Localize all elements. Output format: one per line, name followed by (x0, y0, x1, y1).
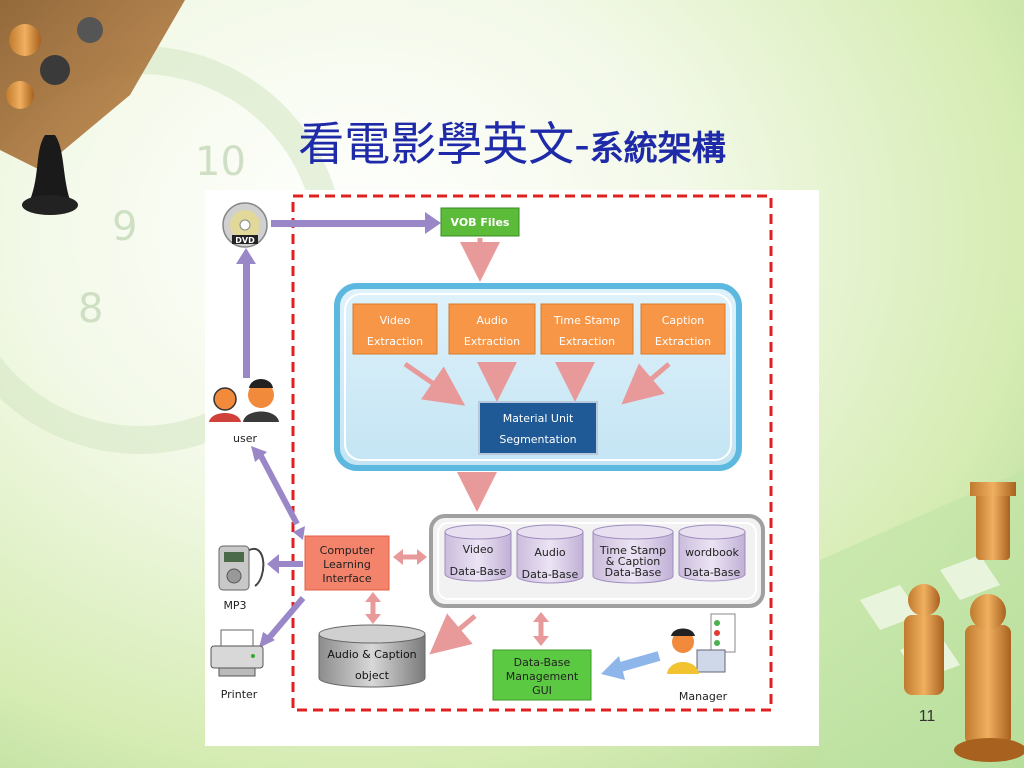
page-number: 11 (918, 708, 936, 725)
arrow-caption-to-segmentation (621, 362, 671, 405)
gui-label-2: Management (506, 670, 579, 683)
audio-extraction-label-1: Audio (476, 314, 508, 327)
computer-learning-interface-node: Computer Learning Interface (304, 535, 390, 591)
arrow-video-to-segmentation (403, 361, 466, 406)
printer-icon (210, 629, 264, 677)
audio-database: Audio Data-Base (516, 524, 584, 584)
mp3-label: MP3 (223, 599, 246, 612)
arrow-cli-to-printer (259, 596, 306, 648)
caption-extraction-node: Caption Extraction (640, 303, 726, 355)
video-database-label-2: Data-Base (450, 565, 507, 578)
arrow-dvd-to-vob (271, 212, 441, 234)
audio-extraction-label-2: Extraction (464, 335, 520, 348)
timestamp-extraction-label-2: Extraction (559, 335, 615, 348)
video-extraction-label-2: Extraction (367, 335, 423, 348)
database-management-gui-node: Data-Base Management GUI (492, 649, 592, 701)
cli-label-2: Learning (323, 558, 371, 571)
audio-caption-label-2: object (355, 669, 390, 682)
audio-extraction-node: Audio Extraction (448, 303, 536, 355)
audio-caption-object-node: Audio & Caption object (318, 624, 426, 688)
caption-extraction-label-1: Caption (662, 314, 705, 327)
dvd-label: DVD (235, 236, 255, 245)
timestamp-extraction-label-1: Time Stamp (553, 314, 620, 327)
title-separator: - (574, 117, 590, 171)
video-database: Video Data-Base (444, 524, 512, 582)
segmentation-node: Material Unit Segmentation (478, 401, 598, 455)
timestamp-caption-database-label-1: Time Stamp (599, 544, 666, 557)
vob-files-node: VOB Files (440, 207, 520, 237)
gui-label-1: Data-Base (514, 656, 571, 669)
user-icon (209, 379, 279, 422)
arrow-user-cli (251, 446, 305, 540)
timestamp-caption-database-label-3: Data-Base (605, 566, 662, 579)
audio-caption-label-1: Audio & Caption (327, 648, 416, 661)
arrow-cli-database (393, 549, 427, 565)
title-sub: 系統架構 (589, 129, 726, 169)
slide-title: 看電影學英文-系統架構 (0, 108, 1024, 174)
video-database-label-1: Video (463, 543, 494, 556)
audio-database-label-2: Data-Base (522, 568, 579, 581)
arrow-database-to-audio-caption (429, 613, 477, 655)
timestamp-extraction-node: Time Stamp Extraction (540, 303, 634, 355)
arrow-manager-to-gui (601, 651, 661, 680)
wordbook-database: wordbook Data-Base (678, 524, 746, 582)
gui-label-3: GUI (532, 684, 552, 697)
wordbook-database-label-2: Data-Base (684, 566, 741, 579)
arrow-database-gui (533, 612, 549, 646)
architecture-diagram: DVD VOB Files Video Extraction Audio Ext… (209, 194, 773, 712)
timestamp-caption-database-label-2: & Caption (606, 555, 661, 568)
video-extraction-label-1: Video (380, 314, 411, 327)
svg-text:9: 9 (112, 204, 137, 250)
user-label: user (233, 432, 257, 445)
wordbook-database-label-1: wordbook (685, 546, 739, 559)
vob-files-label: VOB Files (451, 216, 510, 229)
caption-extraction-label-2: Extraction (655, 335, 711, 348)
title-main: 看電影學英文 (298, 117, 575, 171)
manager-icon (667, 613, 736, 674)
arrow-cli-to-mp3 (267, 554, 303, 574)
audio-database-label-1: Audio (534, 546, 566, 559)
svg-text:8: 8 (78, 286, 103, 332)
arrow-cli-audio-caption (365, 592, 381, 624)
cli-label-3: Interface (322, 572, 371, 585)
segmentation-label-1: Material Unit (503, 412, 574, 425)
manager-label: Manager (679, 690, 728, 703)
mp3-player-icon (218, 545, 265, 591)
arrow-user-to-dvd (236, 248, 256, 378)
svg-text:10: 10 (195, 139, 246, 185)
cli-label-1: Computer (320, 544, 375, 557)
timestamp-caption-database: Time Stamp & Caption Data-Base (592, 524, 674, 584)
printer-label: Printer (221, 688, 258, 701)
video-extraction-node: Video Extraction (352, 303, 438, 355)
segmentation-label-2: Segmentation (499, 433, 576, 446)
architecture-diagram-panel: DVD VOB Files Video Extraction Audio Ext… (205, 190, 819, 746)
dvd-icon: DVD (222, 202, 268, 248)
